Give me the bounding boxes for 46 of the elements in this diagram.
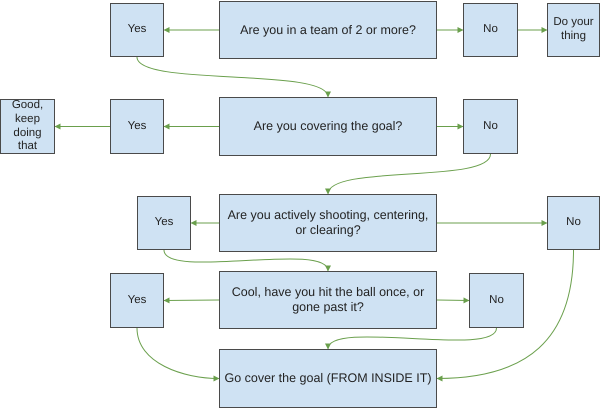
box-label: Good, keep doing that	[10, 98, 44, 154]
arrow	[164, 297, 220, 304]
process-box	[463, 99, 518, 154]
box-label: Are you covering the goal?	[254, 119, 402, 134]
arrow	[54, 124, 110, 130]
process-box	[219, 194, 437, 252]
process-box	[0, 99, 55, 154]
arrow	[164, 27, 220, 33]
arrow	[136, 328, 220, 382]
arrow	[436, 220, 548, 226]
process-box	[219, 1, 437, 59]
box-label: Yes	[154, 216, 174, 230]
box-label: No	[483, 120, 498, 134]
arrow	[328, 154, 491, 194]
box-label: Go cover the goal (FROM INSIDE IT)	[224, 371, 432, 386]
box-label: Do your thing	[552, 16, 595, 44]
arrow	[436, 124, 464, 130]
process-box	[219, 97, 437, 156]
process-box	[110, 3, 164, 57]
process-box	[110, 99, 164, 154]
process-box	[547, 3, 600, 57]
arrow	[436, 297, 470, 304]
arrow	[328, 328, 497, 350]
process-box	[219, 349, 437, 408]
arrow	[164, 124, 220, 130]
box-label: Cool, have you hit the ball once, or gone past it?	[230, 285, 426, 315]
arrow	[164, 250, 328, 272]
box-label: Yes	[128, 120, 146, 134]
process-box	[110, 273, 164, 328]
box-label: Yes	[128, 294, 146, 308]
arrow	[518, 27, 548, 33]
process-box	[463, 3, 518, 57]
arrow	[436, 250, 574, 382]
process-box	[547, 196, 600, 250]
box-label: No	[566, 216, 581, 230]
box-label: Are you in a team of 2 or more?	[240, 22, 416, 38]
process-box	[137, 196, 191, 250]
arrow	[136, 56, 328, 98]
arrow	[190, 220, 220, 226]
box-label: No	[489, 294, 504, 308]
box-label: No	[483, 23, 498, 37]
box-label: Are you actively shooting, centering, or clearing?	[226, 208, 430, 238]
process-box	[219, 271, 437, 329]
box-label: Yes	[128, 23, 146, 37]
process-box	[469, 273, 524, 328]
arrow	[436, 27, 464, 33]
